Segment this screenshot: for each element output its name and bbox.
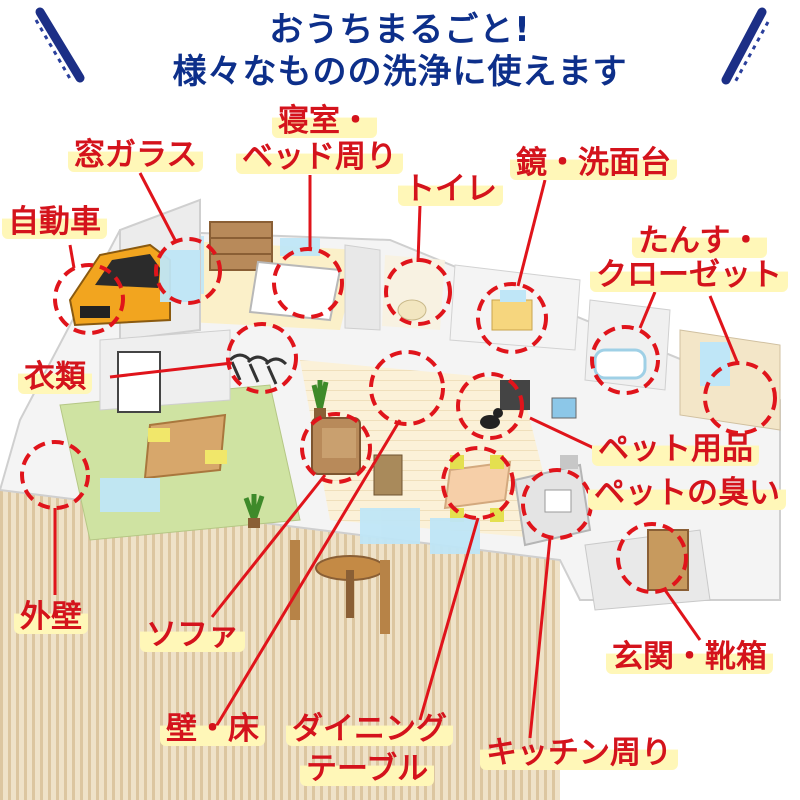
label-dining-line-2: テーブル [300, 752, 435, 786]
heading-line-1: おうちまるごと! [269, 10, 531, 50]
label-pet-line-2: ペットの臭い [588, 476, 786, 510]
circle-entrance [616, 522, 688, 594]
wall-picture [551, 397, 577, 419]
low-table [143, 413, 227, 480]
label-pet-line-1: ペット用品 [592, 432, 759, 466]
outdoor-plant-icon [243, 494, 265, 528]
circle-wall-floor [369, 350, 445, 426]
sofa [311, 417, 361, 475]
brush-stroke-left-icon [34, 7, 85, 83]
label-car: 自動車 [2, 205, 107, 239]
label-drawer-line-2: クローゼット [590, 258, 788, 292]
cat-icon [480, 408, 503, 429]
label-clothes: 衣類 [18, 360, 92, 394]
plant-icon [311, 380, 329, 422]
kitchen-sink [544, 489, 572, 513]
label-wall-floor: 壁・床 [160, 712, 265, 746]
label-kitchen: キッチン周り [480, 736, 678, 770]
circle-sofa [300, 412, 372, 484]
circle-washbasin [476, 282, 548, 354]
bathtub [593, 348, 647, 380]
windows [100, 238, 480, 554]
circle-closet [703, 361, 777, 435]
hanging-clothes-icon [228, 353, 288, 385]
circle-clothes [226, 322, 298, 394]
circle-car [53, 263, 125, 335]
label-entrance-shoebox: 玄関・靴箱 [606, 640, 773, 674]
bed [248, 260, 342, 322]
circle-window [154, 237, 222, 305]
wash-basin [491, 299, 533, 331]
armchair [373, 454, 403, 496]
shoji-door [117, 351, 161, 413]
heading-line-2: 様々なものの洗浄に使えます [172, 52, 628, 92]
patio-furniture [290, 540, 390, 634]
label-bedroom-line-2: ベッド周り [236, 140, 403, 174]
label-drawer-line-1: たんす・ [632, 224, 768, 258]
brush-stroke-right-icon [721, 7, 770, 85]
circle-bed [272, 247, 344, 319]
toilet-bowl [397, 299, 427, 321]
label-bedroom-line-1: 寝室・ [272, 104, 377, 138]
label-exterior-wall: 外壁 [14, 600, 88, 634]
circle-toilet [384, 258, 452, 326]
circle-exterior [20, 440, 90, 510]
label-sofa: ソファ [140, 618, 245, 652]
label-dining-line-1: ダイニング [286, 712, 453, 746]
range-hood [560, 455, 578, 469]
circle-bath [590, 325, 660, 395]
label-window-glass: 窓ガラス [68, 138, 204, 172]
label-toilet: トイレ [398, 172, 503, 206]
circle-dining [441, 446, 515, 520]
wall-bed-toilet [344, 244, 381, 331]
circle-pet [456, 372, 524, 440]
label-mirror-washbasin: 鏡・洗面台 [510, 146, 677, 180]
